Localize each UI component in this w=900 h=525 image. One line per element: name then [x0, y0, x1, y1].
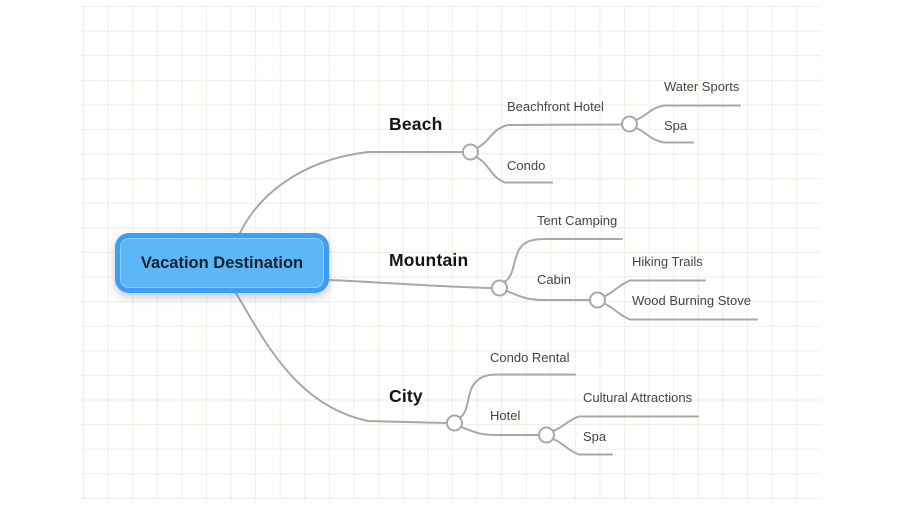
connector-beachfront-water-sports [635, 104, 741, 121]
node-hiking-trails[interactable]: Hiking Trails [632, 254, 703, 269]
junction-hotel[interactable] [538, 426, 555, 444]
root-node-label: Vacation Destination [140, 253, 304, 272]
connector-beach-condo [475, 156, 553, 184]
node-condo[interactable]: Condo [507, 158, 546, 173]
node-spa-city[interactable]: Spa [583, 429, 607, 444]
node-hotel[interactable]: Hotel [490, 408, 521, 423]
junction-mountain[interactable] [491, 279, 508, 297]
node-cultural-attractions[interactable]: Cultural Attractions [583, 390, 693, 405]
junction-cabin[interactable] [589, 291, 606, 309]
connector-root-mountain [329, 279, 493, 289]
node-cabin[interactable]: Cabin [537, 272, 571, 287]
connector-root-city [235, 292, 448, 424]
node-tent-camping[interactable]: Tent Camping [537, 213, 618, 228]
connector-root-beach [239, 151, 464, 234]
connector-cabin-hiking-trails [603, 279, 706, 298]
connector-city-hotel [460, 426, 540, 436]
connector-mountain-tent-camping [503, 238, 623, 283]
node-spa-beach[interactable]: Spa [664, 118, 688, 133]
junction-beachfront-hotel[interactable] [621, 115, 638, 133]
connector-hotel-spa [552, 438, 613, 456]
connector-cabin-wood-burning-stove [603, 302, 758, 321]
junction-beach[interactable] [462, 143, 479, 161]
node-mountain[interactable]: Mountain [389, 250, 469, 270]
node-wood-burning-stove[interactable]: Wood Burning Stove [632, 293, 751, 308]
connector-mountain-cabin [506, 290, 591, 301]
root-node-vacation-destination[interactable]: Vacation Destination [115, 233, 329, 293]
node-condo-rental[interactable]: Condo Rental [490, 350, 570, 365]
connector-city-condo-rental [458, 373, 576, 419]
connector-beachfront-spa [635, 127, 694, 144]
connector-hotel-cultural-attractions [552, 415, 699, 432]
node-beachfront-hotel[interactable]: Beachfront Hotel [507, 99, 604, 114]
root-node-inner: Vacation Destination [120, 238, 324, 288]
connector-beach-beachfront-hotel [476, 123, 623, 149]
node-water-sports[interactable]: Water Sports [664, 79, 740, 94]
node-beach[interactable]: Beach [389, 114, 443, 134]
junction-city[interactable] [446, 414, 463, 432]
node-city[interactable]: City [389, 386, 423, 406]
